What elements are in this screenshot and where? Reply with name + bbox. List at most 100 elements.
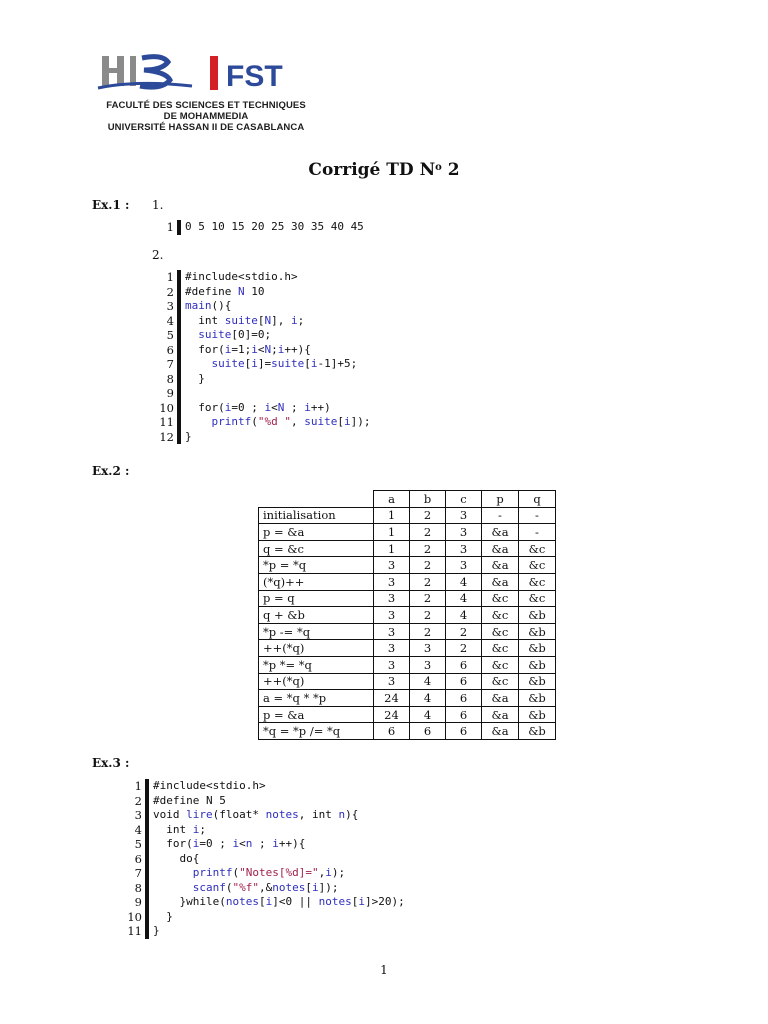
value-cell: 2	[409, 539, 446, 558]
code-text: #define N 5	[153, 793, 226, 807]
value-cell: -	[518, 506, 556, 525]
value-cell: &a	[481, 689, 519, 707]
value-cell: &c	[518, 572, 556, 591]
line-number: 10	[159, 400, 174, 415]
code-text: suite[i]=suite[i-1]+5;	[211, 357, 358, 370]
code-gutter-bar	[177, 270, 181, 285]
logo-line-city: DE MOHAMMEDIA	[163, 111, 249, 122]
column-header: b	[409, 490, 446, 508]
value-cell: &c	[481, 589, 519, 608]
value-cell: &c	[518, 589, 556, 608]
value-cell: 3	[373, 556, 410, 574]
operation-cell: p = &a	[258, 705, 374, 724]
value-cell: &a	[481, 722, 519, 740]
line-number: 2	[134, 793, 142, 808]
value-cell: 6	[445, 655, 482, 674]
value-cell: 3	[409, 655, 446, 674]
line-number: 8	[166, 371, 174, 386]
code-gutter-bar	[145, 851, 149, 866]
value-cell: -	[518, 523, 556, 541]
operation-cell: q + &b	[258, 606, 374, 624]
code-gutter-bar	[145, 880, 149, 895]
value-cell: 4	[445, 572, 482, 591]
line-number: 4	[134, 822, 142, 837]
code-text: void lire(float* notes, int n){	[153, 808, 359, 821]
value-cell: 3	[373, 622, 410, 641]
value-cell: 1	[373, 506, 410, 525]
column-header	[258, 490, 374, 508]
value-cell: 3	[373, 655, 410, 674]
university-emblem-icon: FST	[97, 54, 283, 93]
page-title: Corrigé TD No 2	[308, 160, 460, 180]
code-text: scanf("%f",&notes[i]);	[192, 880, 339, 894]
code-text: int suite[N], i;	[185, 313, 305, 327]
code-gutter-bar	[145, 822, 149, 837]
code-line: 2 #define N 5	[118, 793, 405, 808]
line-number: 4	[166, 313, 174, 328]
value-cell: 4	[409, 705, 446, 724]
operation-cell: q = &c	[258, 539, 374, 558]
value-cell: &b	[518, 606, 556, 624]
operation-cell: p = &a	[258, 523, 374, 541]
value-cell: -	[481, 506, 519, 525]
value-cell: 6	[445, 672, 482, 691]
column-header: a	[373, 490, 410, 508]
value-cell: 2	[409, 622, 446, 641]
value-cell: &b	[518, 622, 556, 641]
value-cell: 4	[445, 589, 482, 608]
line-number: 1	[134, 779, 142, 793]
code-text: printf("Notes[%d]=",i);	[192, 866, 346, 879]
value-cell: 2	[409, 556, 446, 574]
ex1-item2-number: 2.	[152, 248, 164, 262]
code-line: 4 int suite[N], i;	[150, 313, 371, 328]
value-cell: &b	[518, 655, 556, 674]
value-cell: 6	[409, 722, 446, 740]
line-number: 5	[134, 837, 142, 851]
value-cell: &a	[481, 705, 519, 724]
line-number: 2	[166, 284, 174, 299]
code-line: 8 }	[150, 371, 371, 386]
value-cell: &c	[481, 639, 519, 657]
value-cell: 6	[445, 689, 482, 707]
code-text: #define N 10	[185, 284, 265, 298]
code-line: 7 suite[i]=suite[i-1]+5;	[150, 357, 371, 372]
value-cell: 3	[373, 572, 410, 591]
line-number: 11	[159, 415, 174, 429]
operation-cell: initialisation	[258, 506, 374, 525]
value-cell: 24	[373, 689, 410, 707]
code-gutter-bar	[177, 371, 181, 386]
value-cell: &b	[518, 722, 556, 740]
ex2-label: Ex.2 :	[92, 464, 130, 478]
code-text: #include<stdio.h>	[153, 779, 266, 792]
value-cell: &c	[481, 606, 519, 624]
code-text: do{	[153, 851, 200, 865]
ex3-label: Ex.3 :	[92, 756, 130, 770]
logo-line-faculty: FACULTÉ DES SCIENCES ET TECHNIQUES	[106, 100, 306, 111]
code-text: }	[185, 429, 192, 443]
operation-cell: p = q	[258, 589, 374, 608]
line-number: 7	[134, 866, 142, 880]
value-cell: 2	[409, 606, 446, 624]
code-text: 0 5 10 15 20 25 30 35 40 45	[185, 220, 364, 233]
code-line: 2 #define N 10	[150, 284, 371, 299]
value-cell: 3	[445, 556, 482, 574]
line-number: 8	[134, 880, 142, 895]
line-number: 9	[134, 895, 142, 909]
value-cell: 6	[373, 722, 410, 740]
code-gutter-bar	[177, 357, 181, 372]
value-cell: 24	[373, 705, 410, 724]
code-text: }while(notes[i]<0 || notes[i]>20);	[153, 895, 405, 908]
